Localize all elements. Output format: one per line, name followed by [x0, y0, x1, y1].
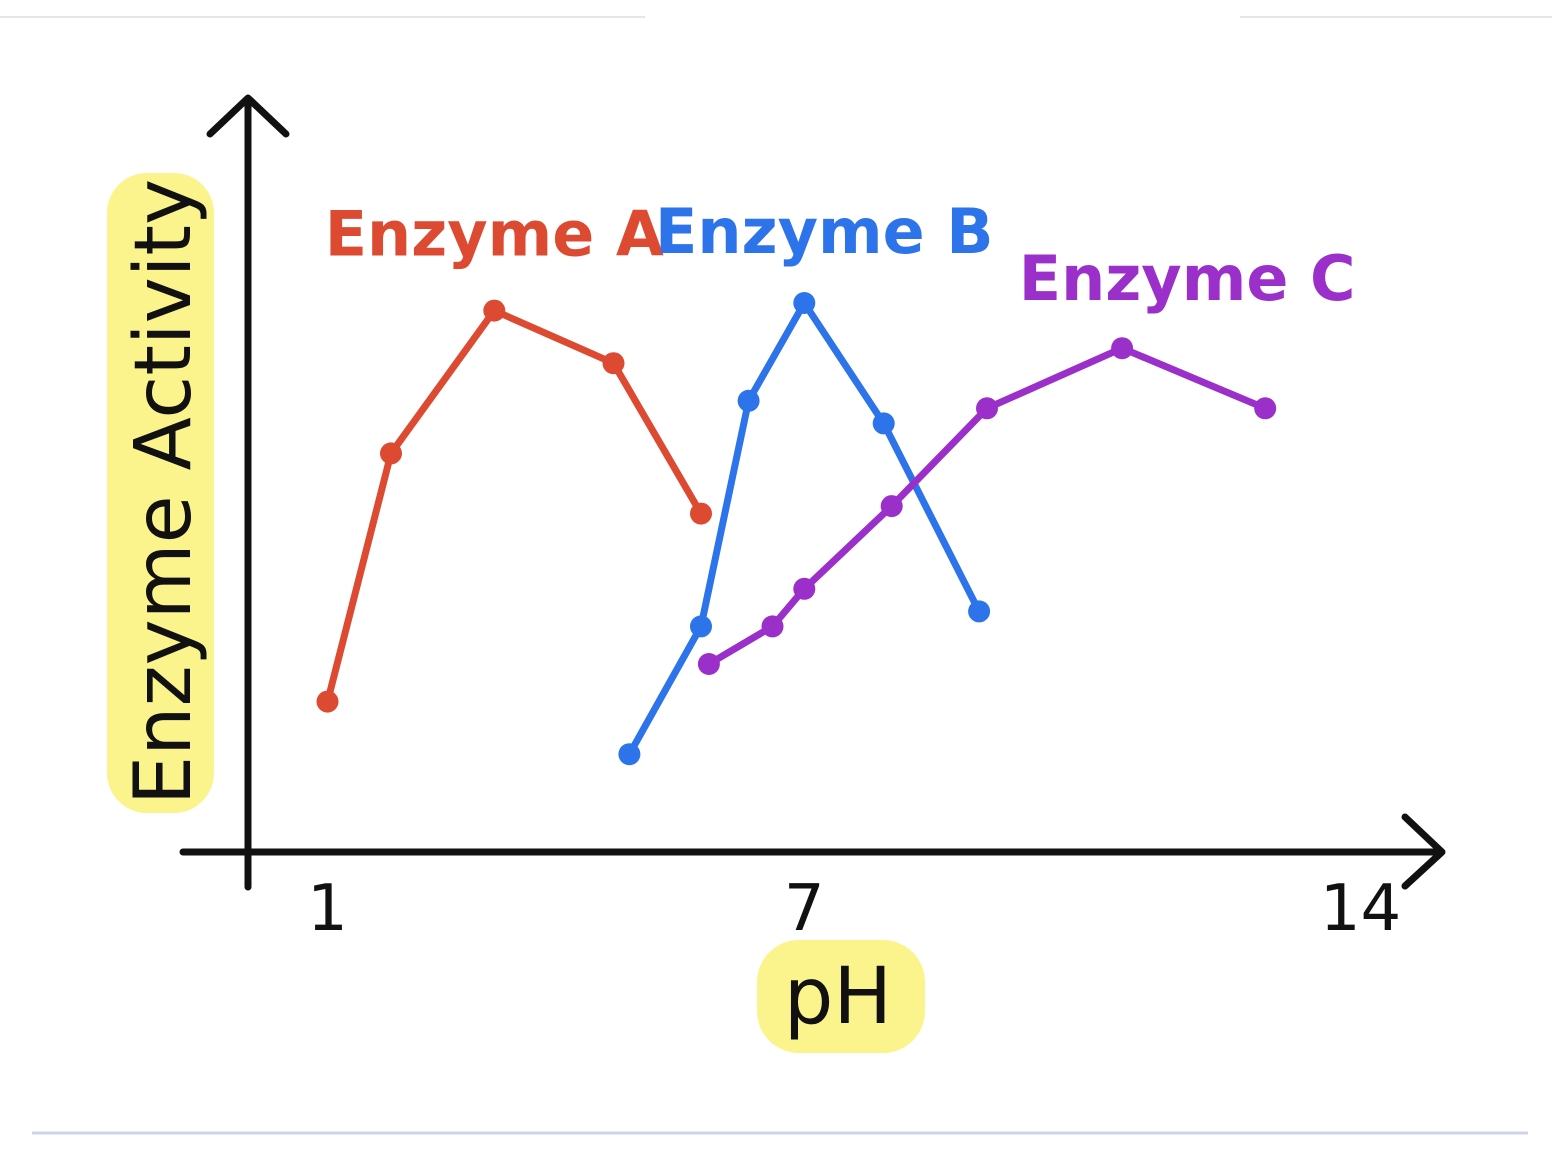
data-point-enzyme-a-1	[316, 690, 339, 713]
x-tick-label-1: 1	[307, 872, 348, 946]
data-point-enzyme-a-4	[602, 352, 625, 375]
data-point-enzyme-c-4	[880, 495, 903, 518]
y-axis	[206, 94, 290, 891]
series-label-enzyme-b: Enzyme B	[655, 195, 994, 268]
data-point-enzyme-c-5	[976, 397, 998, 420]
series-enzyme-b: Enzyme B	[618, 195, 994, 766]
data-point-enzyme-b-3	[737, 389, 760, 412]
data-point-enzyme-b-4	[793, 292, 816, 314]
data-point-enzyme-b-1	[618, 743, 641, 766]
x-tick-label-7: 7	[784, 872, 825, 946]
data-point-enzyme-b-2	[690, 615, 712, 638]
series-label-enzyme-c: Enzyme C	[1019, 242, 1356, 315]
series-label-enzyme-a: Enzyme A	[325, 198, 664, 271]
data-point-enzyme-c-3	[793, 577, 816, 600]
xlabel-highlight	[757, 940, 925, 1053]
data-point-enzyme-b-6	[968, 600, 991, 623]
x-axis	[179, 813, 1446, 890]
data-point-enzyme-c-1	[697, 653, 720, 675]
data-point-enzyme-a-2	[380, 442, 402, 465]
ylabel-highlight	[107, 173, 214, 813]
series-line-enzyme-a	[324, 307, 705, 706]
data-point-enzyme-c-2	[761, 615, 784, 638]
x-axis-arrow	[1401, 813, 1446, 890]
series-line-enzyme-b	[625, 299, 983, 758]
y-axis-title: Enzyme Activity	[119, 179, 209, 805]
data-point-enzyme-b-5	[872, 412, 895, 435]
y-axis-arrow	[206, 94, 290, 138]
data-point-enzyme-c-6	[1111, 337, 1134, 360]
series-enzyme-c: Enzyme C	[697, 242, 1356, 675]
series-enzyme-a: Enzyme A	[316, 198, 712, 713]
data-point-enzyme-a-3	[483, 299, 506, 322]
x-axis-title: pH	[784, 952, 892, 1042]
x-tick-label-14: 14	[1320, 872, 1401, 946]
data-point-enzyme-c-7	[1254, 397, 1277, 420]
data-point-enzyme-a-5	[690, 502, 712, 525]
